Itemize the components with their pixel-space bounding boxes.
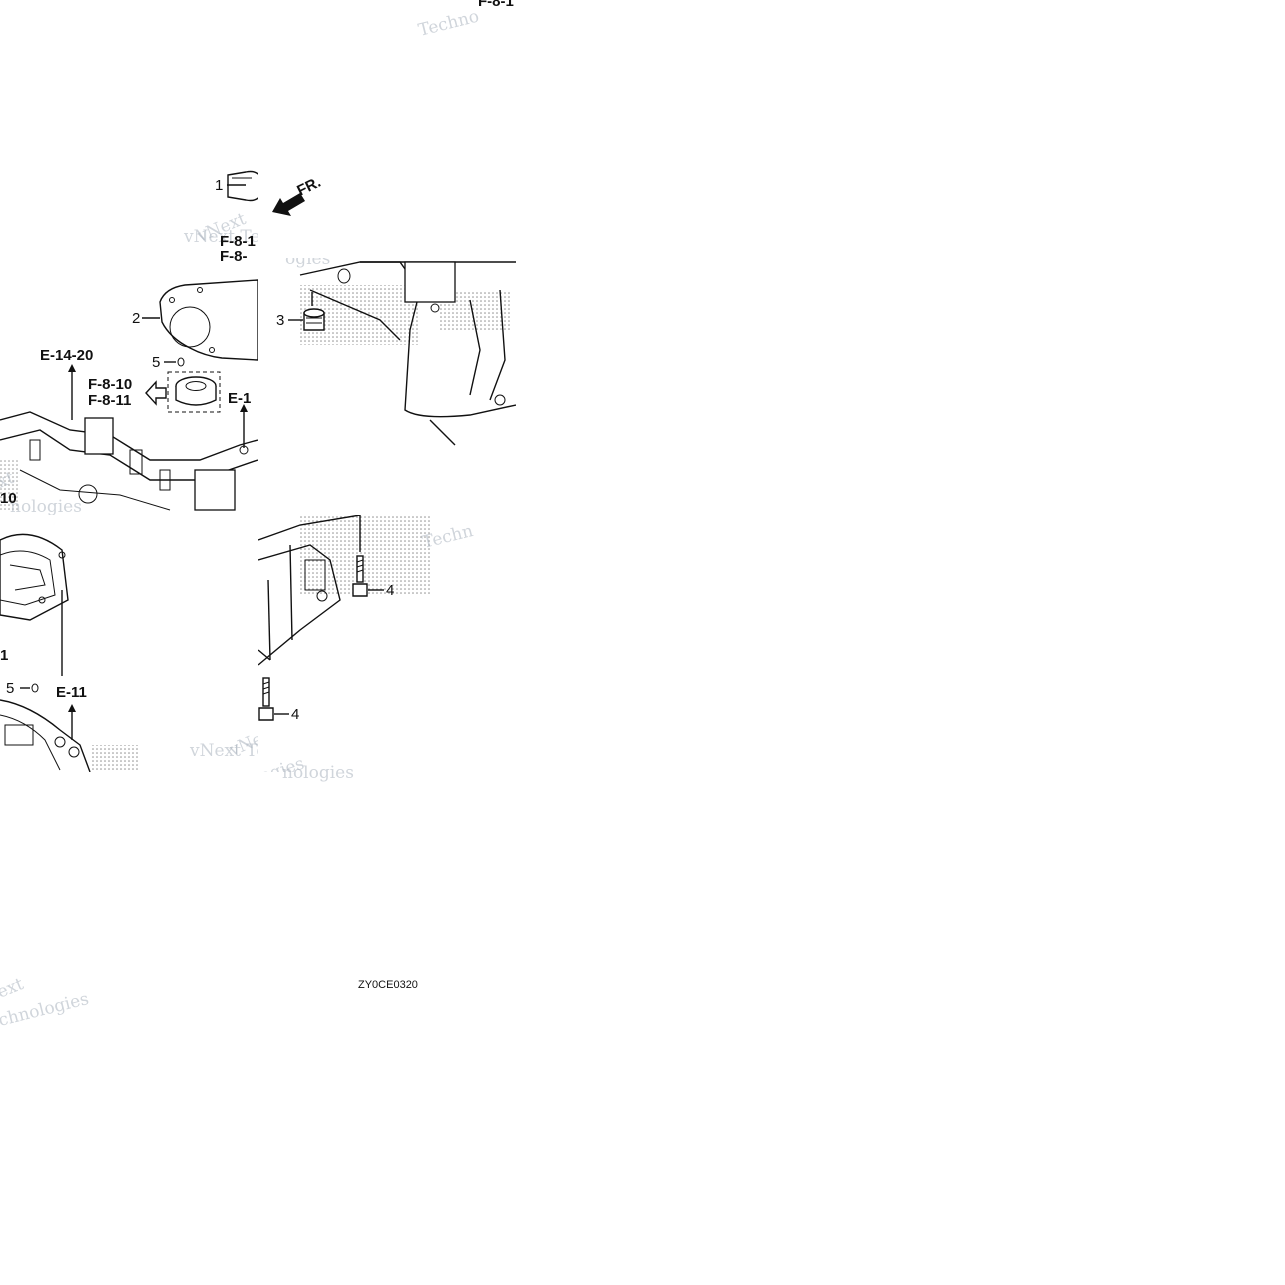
watermark-ext-bottom: ext (0, 974, 27, 1003)
tile-bottom-left: vNext Te vNext (0, 533, 266, 772)
hollow-arrow (145, 380, 167, 406)
callout-4-lower: 4 (291, 706, 299, 723)
oil-seal (175, 376, 217, 406)
part-1-clip (227, 170, 258, 202)
ref-f8-11: F-8-11 (88, 392, 131, 409)
tile-middle-left: xt nologies (0, 279, 258, 517)
tile-bottom-right: Techn ogies (258, 515, 475, 772)
watermark-logies-bottom: nologies (282, 763, 354, 783)
ref-e11-cut: E-1 (228, 390, 251, 407)
watermark-logies-left: nologies (10, 497, 82, 517)
engine-case-upper (0, 411, 258, 461)
callout-1: 1 (215, 177, 223, 194)
watermark-vnext-lower: vNext Te (189, 741, 266, 761)
bolt-4-upper (352, 515, 368, 597)
callout-4-upper: 4 (386, 582, 394, 599)
callout-5-lower: 5 (6, 680, 14, 697)
ref-e14-20: E-14-20 (40, 347, 93, 364)
gasket-lower (0, 533, 69, 621)
ref-f8-10: F-8-10 (88, 376, 132, 393)
oil-seal-box (167, 371, 221, 413)
ref-f8-small-2: F-8- (220, 248, 248, 265)
watermark-vnext-cut: vNext Te (183, 227, 260, 247)
callout-3: 3 (276, 312, 284, 329)
ref-f8-small-1: F-8-1 (220, 233, 256, 250)
ref-e11: E-11 (56, 684, 87, 701)
fr-direction-arrow: FR. (272, 174, 323, 216)
watermark-technologies-top: Techno (416, 7, 481, 41)
diagram-code: ZY0CE0320 (358, 979, 418, 991)
ref-top-right: F-8-1 (478, 0, 514, 10)
extension-case-housing (360, 261, 516, 418)
bolt-4-lower (258, 677, 274, 721)
bolt-3 (303, 308, 325, 331)
tile-middle-right: ogies (285, 249, 516, 446)
callout-2: 2 (132, 310, 140, 327)
ref-left-10: 10 (0, 490, 17, 507)
ref-left-1: 1 (0, 647, 8, 664)
watermark-tech-mid: ogies (285, 249, 330, 269)
callout-5-upper: 5 (152, 354, 160, 371)
extension-case-lower (258, 515, 361, 541)
oil-pan (0, 699, 91, 772)
tile-top-right: Techno (416, 7, 481, 41)
